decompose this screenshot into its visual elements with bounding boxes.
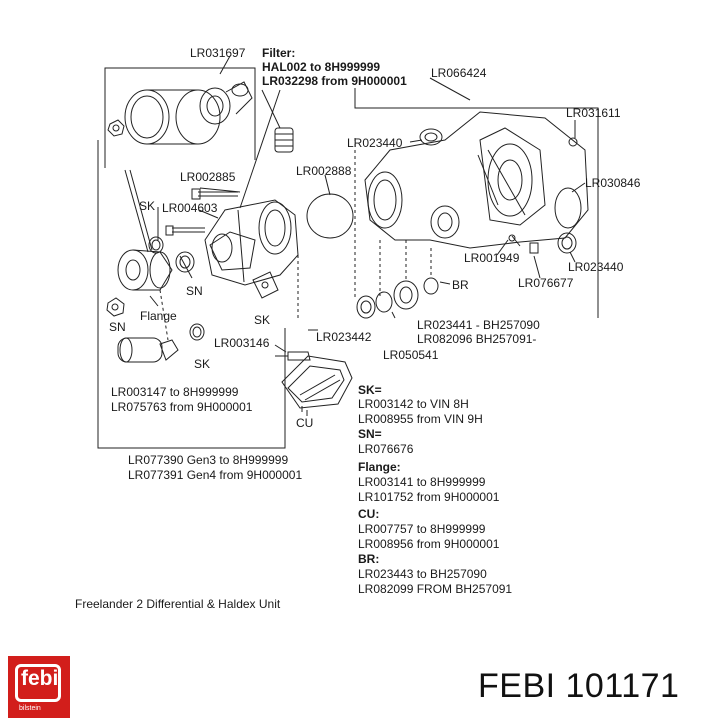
label-lr023440-right: LR023440 bbox=[568, 260, 624, 274]
haldex-housing bbox=[204, 199, 299, 286]
legend-line: LR101752 from 9H000001 bbox=[358, 490, 500, 504]
label-lr003147: LR003147 to 8H999999 bbox=[111, 385, 239, 399]
label-lr066424: LR066424 bbox=[431, 66, 487, 80]
legend-line: LR023443 to BH257090 bbox=[358, 567, 487, 581]
label-lr023440-top: LR023440 bbox=[347, 136, 403, 150]
diagram-caption: Freelander 2 Differential & Haldex Unit bbox=[75, 597, 281, 611]
label-lr030846: LR030846 bbox=[585, 176, 641, 190]
label-sk-low: SK bbox=[194, 357, 211, 371]
legend-line: Flange: bbox=[358, 460, 401, 474]
legend-line: SK= bbox=[358, 383, 382, 397]
febi-logo: febi bilstein bbox=[8, 656, 70, 718]
label-cu: CU bbox=[296, 416, 314, 430]
label-flange: Flange bbox=[140, 309, 177, 323]
part-number-title: FEBI 101171 bbox=[478, 667, 680, 705]
legend-line: LR008956 from 9H000001 bbox=[358, 537, 500, 551]
label-br: BR bbox=[452, 278, 469, 292]
label-lr050541: LR050541 bbox=[383, 348, 439, 362]
label-lr004603: LR004603 bbox=[162, 201, 218, 215]
legend-line: LR076676 bbox=[358, 442, 414, 456]
control-unit bbox=[281, 355, 353, 409]
label-lr076677: LR076677 bbox=[518, 276, 574, 290]
logo-sub: bilstein bbox=[19, 705, 41, 712]
legend-line: LR008955 from VIN 9H bbox=[358, 412, 483, 426]
label-lr003146: LR003146 bbox=[214, 336, 270, 350]
label-sn-left: SN bbox=[109, 320, 126, 334]
logo-word: febi bbox=[21, 667, 59, 690]
legend-line: LR003141 to 8H999999 bbox=[358, 475, 486, 489]
label-lr031697: LR031697 bbox=[190, 46, 246, 60]
coupling-bracket bbox=[104, 67, 256, 168]
label-lr082096: LR082096 BH257091- bbox=[417, 332, 537, 346]
label-sk-top: SK bbox=[139, 199, 156, 213]
label-sk-mid: SK bbox=[254, 313, 271, 327]
label-lr001949: LR001949 bbox=[464, 251, 520, 265]
haldex-bracket bbox=[97, 140, 286, 449]
label-sn-mid: SN bbox=[186, 284, 203, 298]
legend-line: BR: bbox=[358, 552, 380, 566]
label-lr077391: LR077391 Gen4 from 9H000001 bbox=[128, 468, 303, 482]
differential-housing bbox=[364, 111, 589, 249]
label-lr002885: LR002885 bbox=[180, 170, 236, 184]
label-lr077390: LR077390 Gen3 to 8H999999 bbox=[128, 453, 289, 467]
legend-line: LR082099 FROM BH257091 bbox=[358, 582, 513, 596]
label-filter-line1: HAL002 to 8H999999 bbox=[262, 60, 381, 74]
legend-line: LR003142 to VIN 8H bbox=[358, 397, 469, 411]
legend-line: LR007757 to 8H999999 bbox=[358, 522, 486, 536]
label-lr023442: LR023442 bbox=[316, 330, 372, 344]
label-lr075763: LR075763 from 9H000001 bbox=[111, 400, 253, 414]
label-filter-line2: LR032298 from 9H000001 bbox=[262, 74, 407, 88]
label-lr023441: LR023441 - BH257090 bbox=[417, 318, 540, 332]
label-lr002888: LR002888 bbox=[296, 164, 352, 178]
label-lr031611: LR031611 bbox=[566, 106, 621, 120]
legend-line: SN= bbox=[358, 427, 382, 441]
legend-line: CU: bbox=[358, 507, 380, 521]
label-filter-title: Filter: bbox=[262, 46, 296, 60]
